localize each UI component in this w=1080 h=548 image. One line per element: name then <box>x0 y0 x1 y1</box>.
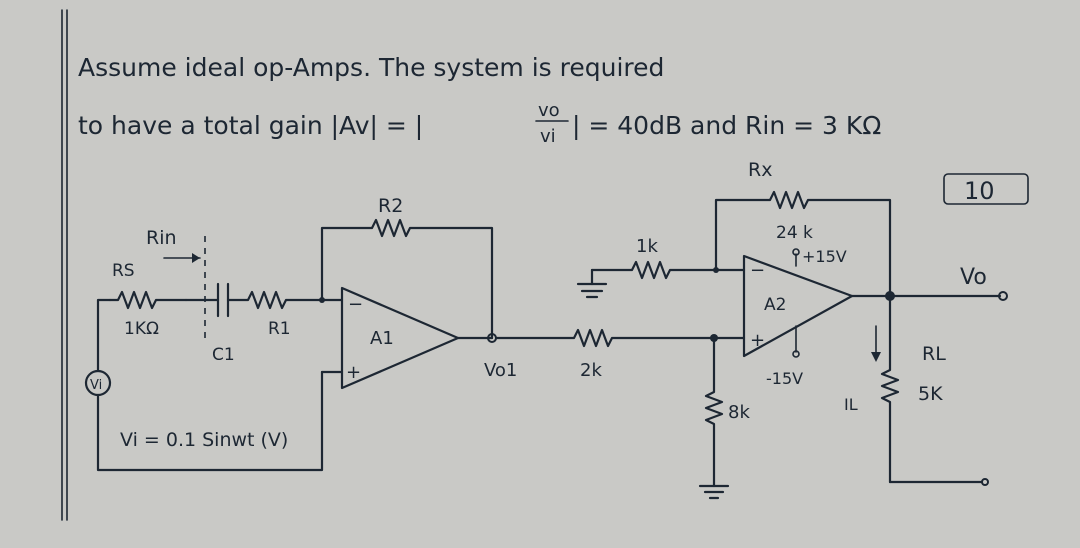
a1-minus: − <box>348 294 363 315</box>
a2-minus: − <box>750 260 765 281</box>
rs-resistor <box>108 290 188 310</box>
rx-label: Rx <box>748 159 772 181</box>
vi-source-label: Vi <box>90 378 102 393</box>
r-8k-resistor <box>704 336 724 488</box>
il-arrow-head <box>871 352 881 362</box>
points-value: 10 <box>964 177 995 205</box>
points-box <box>943 173 1029 205</box>
a2-plus: + <box>750 330 765 351</box>
gain-numerator: vo <box>538 100 560 121</box>
r-8k-label: 8k <box>728 402 750 423</box>
vplus-label: +15V <box>802 247 847 266</box>
rx-value: 24 k <box>776 223 813 243</box>
problem-line-1: Assume ideal op-Amps. The system is requ… <box>78 53 664 82</box>
r-2k-label: 2k <box>580 360 602 381</box>
rx-feedback <box>714 190 892 298</box>
rs-value: 1KΩ <box>124 319 159 339</box>
c1-label: C1 <box>212 345 235 365</box>
r1-label: R1 <box>268 319 291 339</box>
rin-arrow-head <box>192 253 200 263</box>
vplus-node <box>792 248 800 256</box>
a2-label: A2 <box>764 295 786 315</box>
rl-resistor <box>880 294 900 484</box>
problem-line-2-prefix: to have a total gain |Av| = | <box>78 111 423 140</box>
rl-label: RL <box>922 343 946 365</box>
rin-label: Rin <box>146 227 177 249</box>
vminus-node <box>792 350 800 358</box>
il-label: IL <box>844 395 858 414</box>
a1-plus: + <box>346 362 361 383</box>
problem-line-2-suffix: | = 40dB and Rin = 3 KΩ <box>572 111 881 140</box>
r-1k-label: 1k <box>636 236 658 257</box>
vo1-label: Vo1 <box>484 360 517 381</box>
r-1k-resistor <box>590 260 746 280</box>
rs-label: RS <box>112 261 135 281</box>
wire <box>96 298 112 373</box>
r-2k-resistor <box>494 328 716 348</box>
a1-label: A1 <box>370 328 394 349</box>
vi-expression: Vi = 0.1 Sinwt (V) <box>120 429 288 451</box>
vo-terminal <box>998 291 1008 301</box>
vo-label: Vo <box>960 265 987 290</box>
r2-label: R2 <box>378 195 403 217</box>
a2-opamp <box>742 254 854 358</box>
r1-resistor <box>226 290 324 310</box>
rl-value: 5K <box>918 383 943 405</box>
return-terminal <box>981 478 989 486</box>
r2-feedback <box>320 218 494 340</box>
vminus-label: -15V <box>766 369 803 388</box>
gain-denominator: vi <box>540 126 556 147</box>
wire <box>96 370 324 472</box>
a1-opamp <box>340 286 460 390</box>
